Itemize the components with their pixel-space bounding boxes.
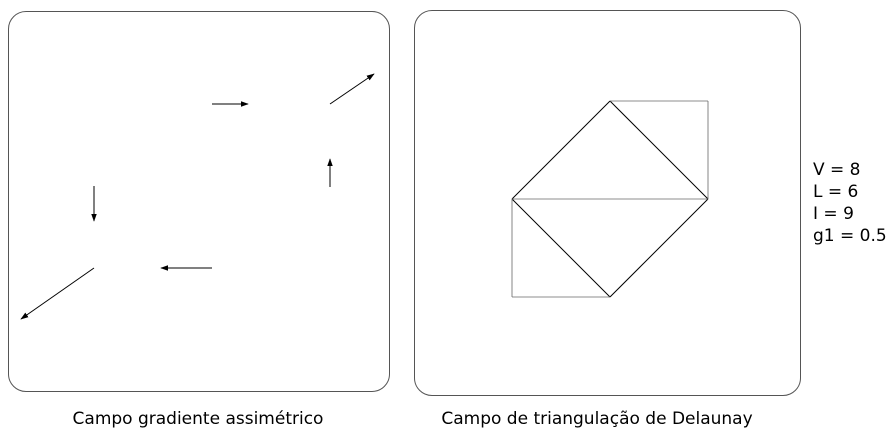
edge [609, 198, 709, 298]
stat-g1: g1 = 0.5 [813, 226, 887, 246]
stat-l: L = 6 [813, 182, 859, 202]
gradient-arrows [20, 73, 375, 320]
delaunay-caption: Campo de triangulação de Delaunay [441, 409, 753, 429]
gradient-field-panel [8, 11, 390, 392]
gradient-field-caption: Campo gradiente assimétrico [72, 409, 324, 429]
delaunay-mesh [511, 100, 709, 298]
arrow-diagonal-up-right [329, 73, 375, 105]
edge [511, 100, 611, 200]
delaunay-panel [414, 10, 801, 396]
arrow-diagonal-down-left [20, 267, 95, 320]
edge [609, 100, 709, 200]
edge [511, 198, 611, 298]
stat-v: V = 8 [813, 160, 861, 180]
stat-i: I = 9 [813, 204, 854, 224]
